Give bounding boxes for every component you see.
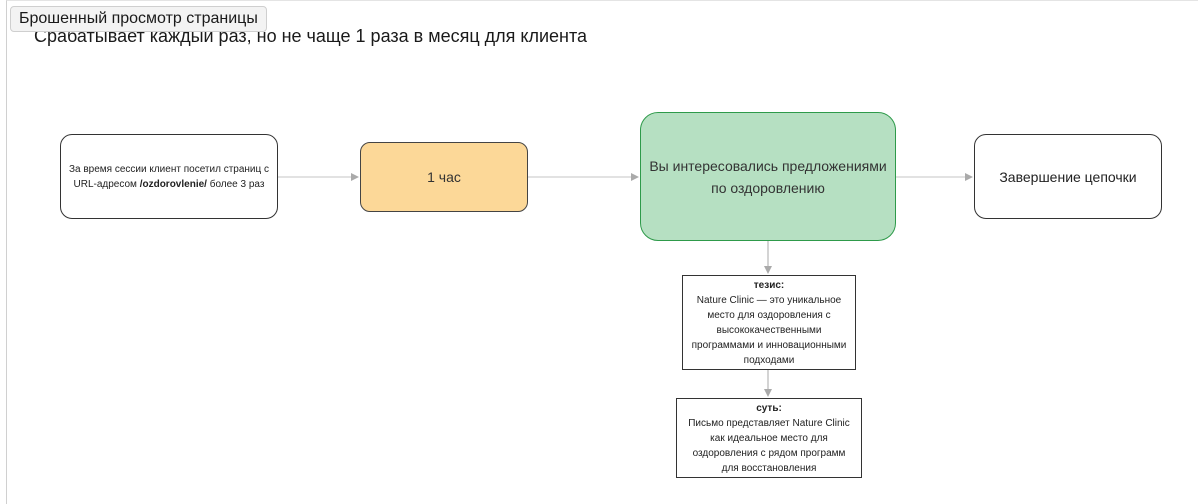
trigger-node[interactable]: За время сессии клиент посетил страниц с… <box>60 134 278 219</box>
essence-heading: суть: <box>756 402 782 414</box>
delay-label: 1 час <box>427 169 461 185</box>
end-node[interactable]: Завершение цепочки <box>974 134 1162 219</box>
trigger-url: /ozdorovlenie/ <box>139 178 207 190</box>
delay-node[interactable]: 1 час <box>360 142 528 212</box>
email-label: Вы интересовались предложениями по оздор… <box>649 157 887 196</box>
end-label: Завершение цепочки <box>999 168 1137 185</box>
thesis-note[interactable]: тезис: Nature Clinic — это уникальное ме… <box>682 275 856 370</box>
thesis-heading: тезис: <box>753 279 785 291</box>
essence-note[interactable]: суть: Письмо представляет Nature Clinic … <box>676 398 862 478</box>
thesis-text: Nature Clinic — это уникальное место для… <box>691 294 847 366</box>
email-node[interactable]: Вы интересовались предложениями по оздор… <box>640 112 896 241</box>
trigger-text: За время сессии клиент посетил страниц с… <box>68 163 270 190</box>
essence-text: Письмо представляет Nature Clinic как ид… <box>688 417 850 474</box>
flow-title-button[interactable]: Брошенный просмотр страницы <box>10 6 267 32</box>
canvas-frame <box>6 0 1198 504</box>
